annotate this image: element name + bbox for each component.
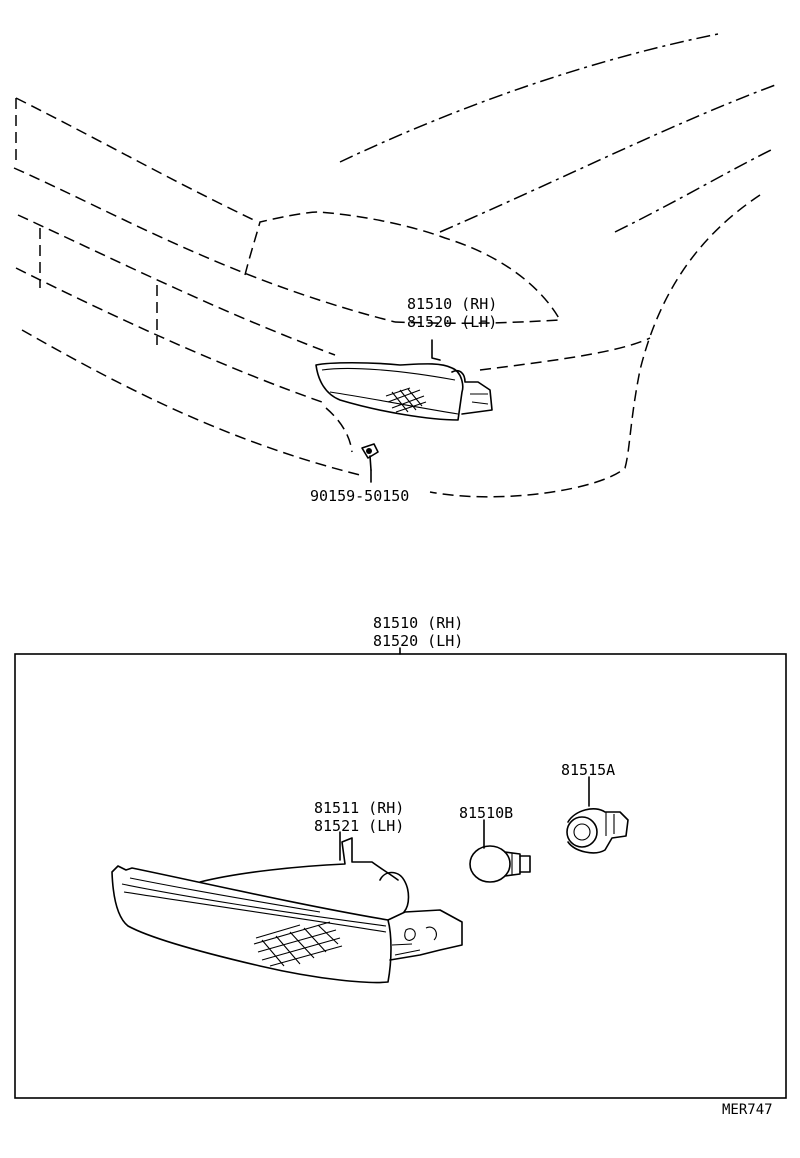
screw-icon bbox=[361, 443, 379, 483]
lens-pattern-small bbox=[385, 387, 427, 413]
svg-text:81520 (LH): 81520 (LH) bbox=[407, 313, 497, 331]
assembly-callout: 81510 (RH) 81520 (LH) bbox=[373, 614, 463, 650]
diagram-reference: MER747 bbox=[722, 1102, 773, 1118]
screw-part-number: 90159-50150 bbox=[310, 487, 409, 505]
lens-housing-drawing bbox=[111, 837, 463, 984]
svg-text:81510 (RH): 81510 (RH) bbox=[407, 295, 497, 313]
socket-icon bbox=[566, 808, 629, 854]
detail-frame bbox=[14, 653, 787, 1099]
bulb-icon bbox=[469, 845, 531, 883]
socket-part-number: 81515A bbox=[561, 761, 615, 779]
svg-text:81520 (LH): 81520 (LH) bbox=[373, 632, 463, 650]
turn-signal-lamp-installed bbox=[315, 339, 493, 421]
svg-text:81510 (RH): 81510 (RH) bbox=[373, 614, 463, 632]
lens-housing-callout: 81511 (RH) 81521 (LH) bbox=[314, 799, 404, 835]
bulb-part-number: 81510B bbox=[459, 804, 513, 822]
lamp-callout-upper: 81510 (RH) 81520 (LH) bbox=[407, 295, 497, 331]
svg-text:81521 (LH): 81521 (LH) bbox=[314, 817, 404, 835]
lens-pattern-large bbox=[253, 921, 343, 967]
vehicle-outline bbox=[13, 33, 779, 498]
svg-text:81511 (RH): 81511 (RH) bbox=[314, 799, 404, 817]
